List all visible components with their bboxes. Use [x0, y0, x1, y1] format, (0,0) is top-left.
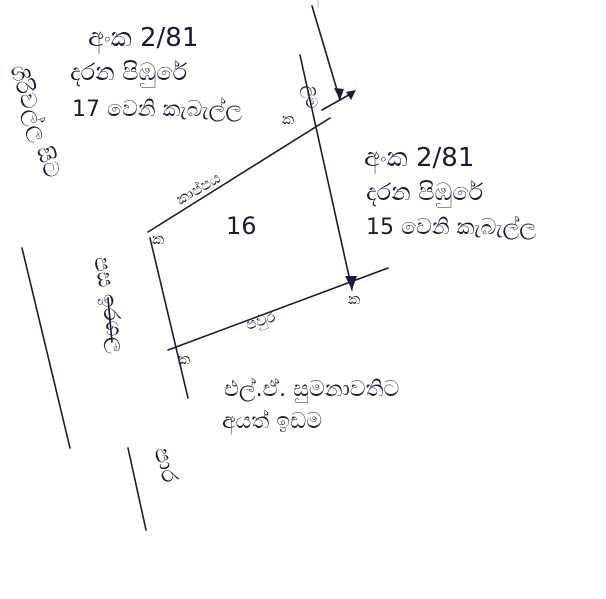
- east-boundary-line: [299, 54, 353, 291]
- north-neighbour-line1: අංක 2/81: [88, 23, 198, 54]
- corner-mark-se: ක: [348, 290, 360, 308]
- road-line-outer: [21, 247, 71, 449]
- corner-mark-nw: ක: [152, 230, 164, 248]
- road-line-inner: [107, 297, 113, 343]
- arrow-head-icon: [334, 88, 344, 100]
- north-east-arrow: [311, 5, 344, 101]
- north-east-tag: ලිම: [298, 83, 322, 110]
- north-boundary-line: [147, 117, 331, 233]
- east-neighbour-line1: අංක 2/81: [364, 143, 474, 174]
- east-neighbour-line2: දරන පිඹුරේ: [366, 178, 484, 207]
- north-neighbour-line2: දරන පිඹුරේ: [70, 58, 188, 87]
- north-neighbour-label: අංක 2/81 දරන පිඹුරේ 17 වෙනි කැබැල්ල: [70, 23, 242, 122]
- corner-mark-sw: ක: [178, 350, 190, 368]
- north-side-label: කාප්පය: [173, 169, 224, 209]
- south-neighbour-line2: අයත් ඉඩම: [222, 409, 322, 435]
- road-line-lower: [127, 447, 147, 531]
- arrow-head-icon: [345, 276, 357, 290]
- corner-mark-ne: ක: [282, 110, 294, 128]
- west-road-line3: පාර: [148, 445, 182, 487]
- north-neighbour-line3: 17 වෙනි කැබැල්ල: [72, 97, 242, 122]
- west-road-line2: පස ඉරගල: [88, 255, 130, 355]
- east-neighbour-line3: 15 වෙනි කැබැල්ල: [366, 215, 536, 240]
- east-arrow: [345, 276, 357, 290]
- west-road-line1: ගිරිවල්ල සිට: [4, 62, 65, 181]
- west-road-label: ගිරිවල්ල සිට පස ඉරගල පාර: [4, 62, 182, 487]
- arrow-head-icon: [346, 90, 356, 100]
- plot-number: 16: [226, 212, 257, 240]
- south-neighbour-label: එල්.ඒ. සුමනාවතිට අයත් ඉඩම: [222, 377, 399, 435]
- north-flag-arrow: [321, 90, 356, 111]
- south-side-label: පවුර: [244, 307, 278, 334]
- east-neighbour-label: අංක 2/81 දරන පිඹුරේ 15 වෙනි කැබැල්ල: [364, 143, 536, 240]
- south-neighbour-line1: එල්.ඒ. සුමනාවතිට: [224, 377, 399, 403]
- west-boundary-line: [149, 237, 189, 399]
